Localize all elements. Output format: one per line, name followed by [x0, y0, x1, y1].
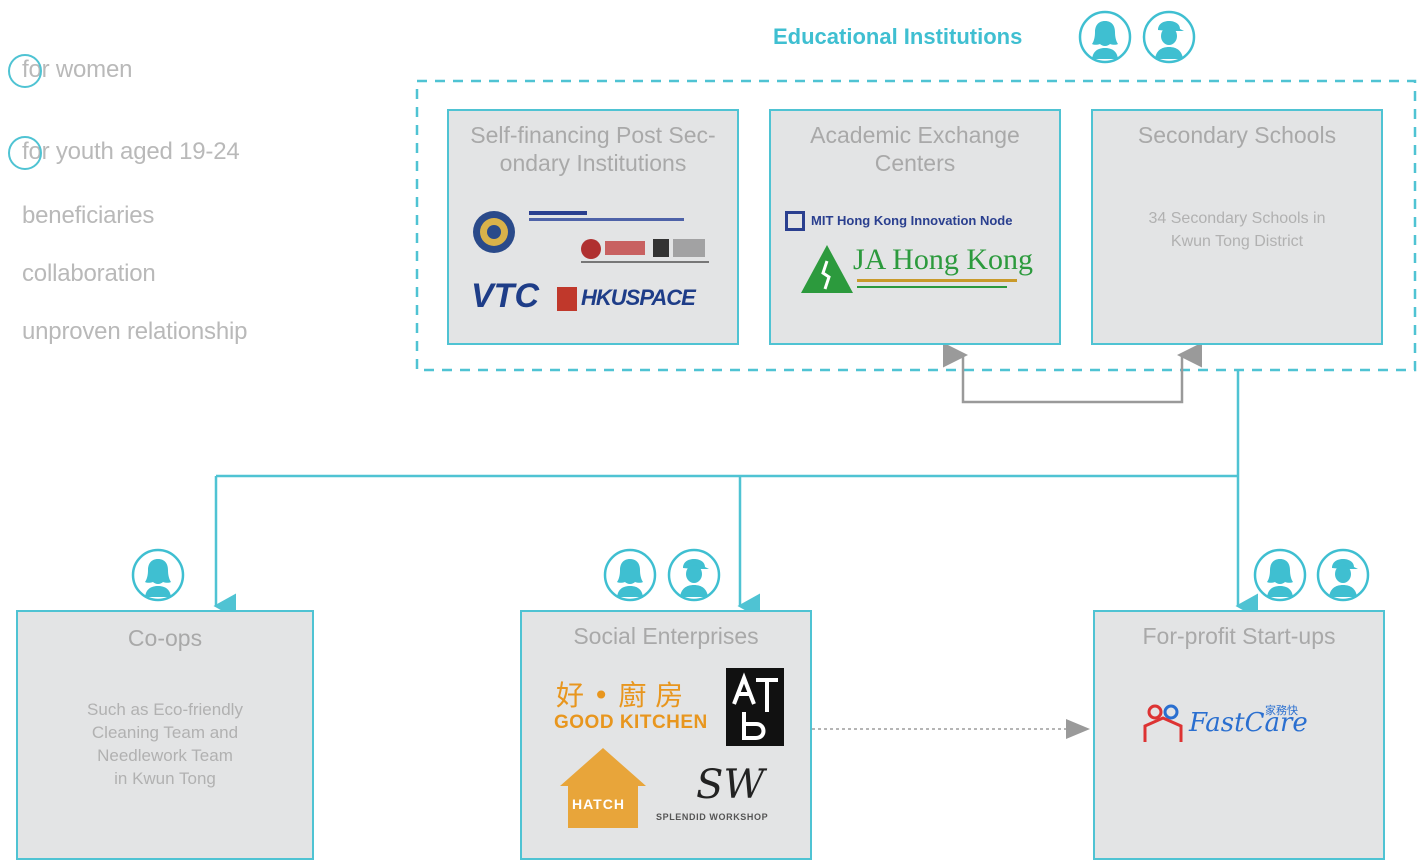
youth-icon	[1142, 10, 1196, 64]
legend-beneficiaries: beneficiaries	[22, 202, 155, 229]
educational-institutions-title: Educational Institutions	[773, 24, 1023, 49]
box-social-enterprises: Social Enterprises 好 • 廚 房 GOOD KITCHEN …	[520, 610, 812, 860]
ja-tagline	[857, 279, 1017, 282]
youth-icon	[8, 136, 42, 170]
collaboration-line-edu	[943, 342, 1202, 404]
legend-unproven-relationship: unproven relationship	[22, 318, 248, 345]
good-kitchen-cn-logo: 好 • 廚 房	[556, 679, 684, 712]
fastcare-icon	[1143, 704, 1183, 742]
legend-for-youth: for youth aged 19-24	[8, 136, 240, 170]
educational-group-boundary	[415, 79, 1417, 372]
box-title-coops: Co-ops	[127, 625, 203, 651]
box-academic-exchange: Academic Exchange Centers MIT Hong Kong …	[769, 109, 1061, 345]
institution-banner-logo	[529, 211, 689, 221]
box-self-financing: Self-financing Post Sec- ondary Institut…	[447, 109, 739, 345]
box-title-social-enterprises: Social Enterprises	[573, 623, 759, 649]
hatch-logo: HATCH	[572, 796, 625, 812]
box-forprofit-startups: For-profit Start-ups FastCare 家務快	[1093, 610, 1385, 860]
legend-for-women: for women	[8, 54, 132, 88]
ja-subtagline	[857, 286, 1007, 288]
hkuspace-logo: HKUSPACE	[581, 285, 696, 310]
ja-hong-kong-logo: JA Hong Kong	[853, 243, 1034, 276]
box-secondary-schools: Secondary Schools 34 Secondary Schools i…	[1091, 109, 1383, 345]
women-icon	[8, 54, 42, 88]
university-logos	[581, 237, 711, 265]
fastcare-cn-logo: 家務快	[1265, 704, 1298, 717]
sw-logo: SW	[696, 762, 765, 808]
fastcare-logo: FastCare	[1189, 708, 1308, 738]
women-icon	[603, 548, 657, 602]
mit-icon	[785, 211, 805, 231]
box-title-forprofit-startups: For-profit Start-ups	[1142, 623, 1336, 649]
box-title-academic-exchange: Academic Exchange Centers	[810, 122, 1020, 176]
women-icon	[1253, 548, 1307, 602]
secondary-schools-desc: 34 Secondary Schools in Kwun Tong Distri…	[1148, 210, 1326, 250]
ja-mountain-icon	[801, 245, 853, 293]
seal-logo	[473, 211, 515, 253]
mit-logo: MIT Hong Kong Innovation Node	[811, 213, 1013, 228]
box-title-self-financing: Self-financing Post Sec- ondary Institut…	[470, 122, 716, 176]
box-coops: Co-ops Such as Eco-friendly Cleaning Tea…	[16, 610, 314, 860]
hku-crest	[557, 287, 577, 311]
good-kitchen-logo: GOOD KITCHEN	[554, 712, 708, 733]
coops-desc: Such as Eco-friendly Cleaning Team and N…	[87, 700, 243, 788]
vtc-logo: VTC	[471, 277, 539, 315]
agt-logo	[726, 668, 784, 746]
youth-icon	[667, 548, 721, 602]
youth-icon	[1316, 548, 1370, 602]
women-icon	[1078, 10, 1132, 64]
legend-collaboration: collaboration	[22, 260, 156, 287]
splendid-workshop-logo: SPLENDID WORKSHOP	[656, 812, 769, 822]
box-title-secondary-schools: Secondary Schools	[1137, 122, 1337, 148]
women-icon	[131, 548, 185, 602]
hatch-house-logo	[560, 748, 646, 828]
